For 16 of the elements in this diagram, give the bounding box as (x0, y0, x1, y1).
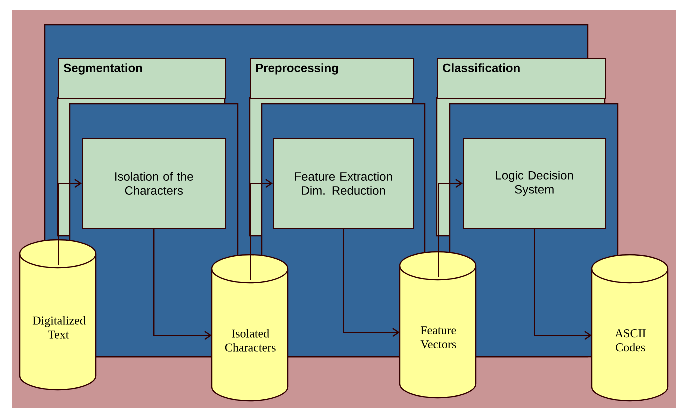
arrow (58, 179, 82, 265)
process-box: Logic Decision System (463, 138, 606, 230)
stage-header-panel: Classification (437, 58, 606, 100)
database-cylinder: Feature Vectors (399, 251, 477, 399)
process-box: Isolation of the Characters (82, 138, 226, 230)
arrow (343, 229, 400, 338)
stage-header-panel: Preprocessing (250, 58, 414, 100)
arrow (250, 179, 273, 280)
arrow (154, 229, 212, 340)
arrow (438, 179, 463, 277)
database-cylinder: Digitalized Text (19, 239, 97, 391)
process-box: Feature Extraction Dim. Reduction (273, 138, 414, 230)
stage-header-panel: Segmentation (58, 58, 226, 100)
database-cylinder: Isolated Characters (211, 254, 289, 402)
arrow (534, 229, 592, 340)
database-cylinder: ASCII Codes (591, 254, 669, 402)
